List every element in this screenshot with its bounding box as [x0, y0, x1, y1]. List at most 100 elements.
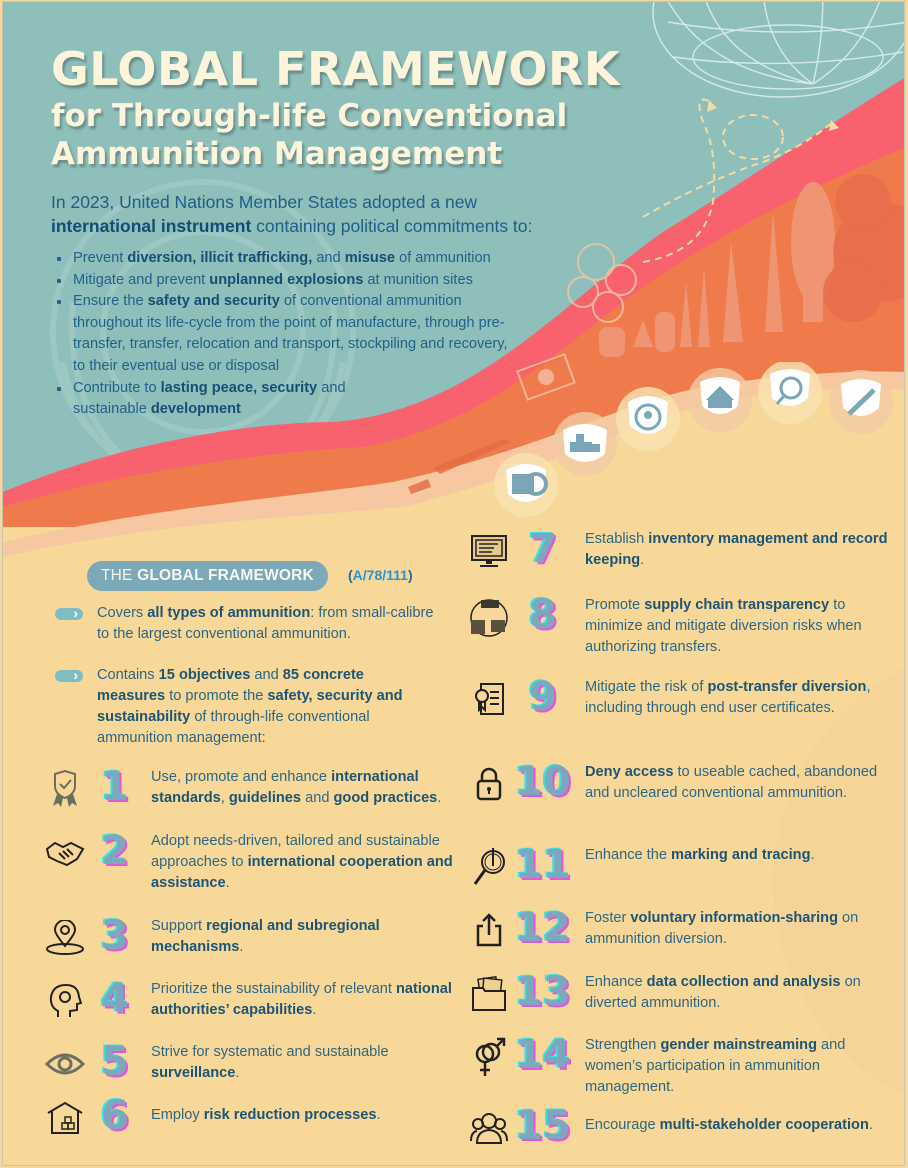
text-run: , including through end user certificate… [585, 679, 871, 716]
framework-fact: Covers all types of ammunition: from sma… [55, 603, 435, 645]
commitment-item: Mitigate and prevent unplanned explosion… [55, 270, 575, 292]
text-run: of ammunition [395, 250, 491, 266]
objective-number: 4 [101, 976, 129, 1022]
certificate-icon [467, 677, 511, 721]
text-run: . [225, 875, 230, 891]
objective-number: 10 [515, 759, 571, 805]
text-run: Contains [97, 667, 159, 683]
objective-text: Strive for systematic and sustainable su… [151, 1042, 469, 1084]
objective-number: 6 [101, 1093, 129, 1139]
objective-number: 11 [515, 842, 571, 888]
text-run: Use, promote and enhance [151, 769, 332, 785]
lifecycle-icons-strip [494, 362, 893, 517]
bold-text: good practices [333, 790, 438, 806]
text-run: Support [151, 918, 207, 934]
objective-number: 5 [101, 1039, 129, 1085]
text-run: on diverted ammunition. [585, 974, 861, 1011]
bold-text: post-transfer diversion [707, 679, 867, 695]
text-run: Prevent [73, 250, 128, 266]
objective-text: Prioritize the sustainability of relevan… [151, 979, 469, 1021]
text-run: Covers [97, 605, 148, 621]
intro-line-1: In 2023, United Nations Member States ad… [51, 192, 478, 212]
supply-chain-icon [467, 595, 511, 639]
objective-number: 1 [101, 764, 129, 810]
objective-item: 9 Mitigate the risk of post-transfer div… [467, 674, 904, 721]
bold-text: development [150, 401, 241, 418]
location-pin-icon [43, 916, 87, 960]
objective-number: 2 [101, 828, 129, 874]
objective-text: Support regional and subregional mechani… [151, 916, 469, 958]
arrow-toggle-icon [55, 665, 83, 686]
commitments-list: Prevent diversion, illicit trafficking, … [55, 248, 575, 421]
text-run: Ensure the [73, 293, 148, 310]
text-run: to minimize and mitigate diversion risks… [585, 597, 862, 655]
head-gear-icon [43, 979, 87, 1023]
objective-number: 3 [101, 913, 129, 959]
text-run: . [810, 847, 815, 863]
objective-item: 4 Prioritize the sustainability of relev… [43, 979, 469, 1023]
page-title: GLOBAL FRAMEWORK [51, 42, 621, 96]
relocation-icon [616, 387, 680, 451]
text-run: Strive for systematic and sustainable [151, 1044, 389, 1060]
text-run: Strengthen [585, 1037, 661, 1053]
text-run: Foster [585, 910, 631, 926]
warehouse-icon [43, 1096, 87, 1140]
arrow-toggle-icon [55, 603, 83, 624]
lock-icon [467, 762, 511, 806]
computer-list-icon [467, 529, 511, 573]
text-run: Contribute to [73, 379, 161, 396]
pill-prefix: THE [101, 567, 138, 584]
bold-text: diversion, illicit trafficking, [127, 250, 313, 266]
objective-text: Deny access to useable cached, abandoned… [585, 762, 904, 804]
shield-badge-icon [43, 767, 87, 811]
objective-number: 8 [529, 592, 557, 638]
pill-bold: GLOBAL FRAMEWORK [137, 567, 314, 584]
commitment-item: Prevent diversion, illicit trafficking, … [55, 248, 575, 270]
objective-text: Strengthen gender mainstreaming and wome… [585, 1035, 904, 1098]
globe-wireframe-icon [652, 2, 904, 98]
text-run: . [235, 1065, 240, 1081]
text-run: Employ [151, 1107, 204, 1123]
bold-text: voluntary information-sharing [630, 910, 838, 926]
text-run: Mitigate and prevent [73, 271, 210, 288]
document-reference: (A/78/111) [348, 567, 413, 583]
subtitle-line-2: Ammunition Management [51, 136, 503, 172]
text-run: Prioritize the sustainability of relevan… [151, 981, 396, 997]
text-run: Adopt needs-driven, tailored and sustain… [151, 833, 440, 870]
fact-text: Covers all types of ammunition: from sma… [97, 603, 435, 645]
objective-number: 12 [515, 905, 571, 951]
text-run: on ammunition diversion. [585, 910, 859, 947]
bold-text: gender mainstreaming [660, 1037, 817, 1053]
text-run: and [250, 667, 283, 683]
text-run: of conventional ammunition throughout it… [73, 293, 508, 374]
gender-icon [467, 1035, 511, 1079]
intro-line-2: containing political commitments to: [251, 216, 533, 236]
objective-item: 11 Enhance the marking and tracing. [467, 842, 904, 889]
text-run: Establish [585, 531, 649, 547]
text-run: and [301, 790, 334, 806]
objective-number: 14 [515, 1032, 571, 1078]
bold-text: data collection and analysis [646, 974, 841, 990]
share-icon [467, 908, 511, 952]
text-run: and women’s participation in ammunition … [585, 1037, 846, 1095]
intro-paragraph: In 2023, United Nations Member States ad… [51, 190, 631, 238]
text-run: to promote the [165, 688, 268, 704]
objective-item: 14 Strengthen gender mainstreaming and w… [467, 1032, 904, 1098]
bold-text: safety and security [147, 293, 280, 310]
commitment-item: Ensure the safety and security of conven… [55, 291, 513, 377]
warehouse-stockpile-icon [688, 368, 752, 432]
objective-number: 15 [515, 1103, 571, 1149]
text-run: Mitigate the risk of [585, 679, 708, 695]
objective-text: Adopt needs-driven, tailored and sustain… [151, 831, 469, 894]
subtitle-line-1: for Through-life Conventional [51, 98, 568, 134]
objective-item: 8 Promote supply chain transparency to m… [467, 592, 904, 658]
text-run: Encourage [585, 1117, 660, 1133]
bold-text: all types of ammunition [147, 605, 311, 621]
bold-text: national authorities’ capabilities [151, 981, 452, 1018]
objective-item: 1 Use, promote and enhance international… [43, 767, 469, 811]
objective-number: 9 [529, 674, 557, 720]
bold-text: inventory management and record keeping [585, 531, 888, 568]
bold-text: international standards [151, 769, 419, 806]
reference-code: A/78/111 [352, 567, 408, 583]
